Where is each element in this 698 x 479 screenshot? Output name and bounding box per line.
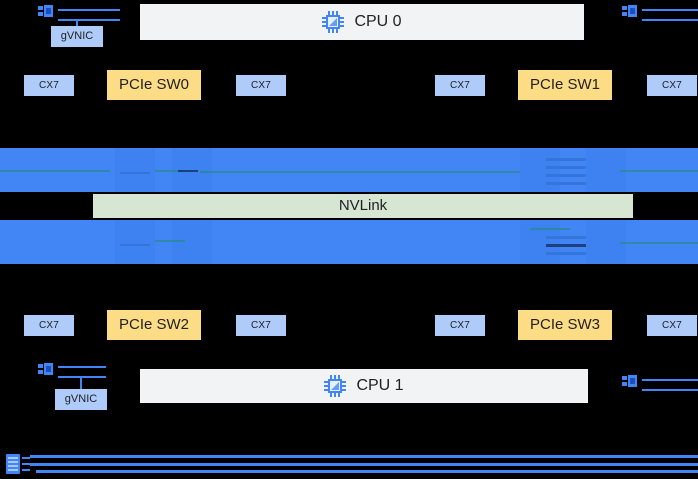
nvlink-rule (178, 170, 198, 172)
gpu-node (115, 220, 155, 264)
cx7-node-3[interactable]: CX7 (647, 75, 697, 96)
nvlink-rule (620, 170, 698, 172)
nvlink-rule (546, 174, 586, 177)
pcie-switch-node-3[interactable]: PCIe SW3 (518, 310, 612, 340)
network-card-icon (622, 3, 642, 26)
nvlink-rule (120, 172, 150, 174)
nvlink-rule (620, 242, 698, 244)
cx7-node-1[interactable]: CX7 (236, 75, 286, 96)
gpu-node (586, 220, 626, 264)
pcie-switch-node-1[interactable]: PCIe SW1 (518, 70, 612, 100)
nvlink-rule (155, 240, 185, 242)
nvlink-rule (546, 158, 586, 161)
cx7-node-6[interactable]: CX7 (435, 315, 485, 336)
gpu-node (115, 148, 155, 192)
gvnic-node-bottom[interactable]: gVNIC (55, 389, 107, 410)
cpu-chip-icon (324, 375, 347, 397)
cpu-label-0: CPU 0 (354, 13, 402, 31)
pcie-switch-node-0[interactable]: PCIe SW0 (107, 70, 201, 100)
link-nic-top-right-a (642, 9, 698, 11)
gpu-band-upper (0, 148, 698, 192)
nvlink-node[interactable]: NVLink (93, 194, 633, 218)
nvlink-rule (155, 170, 183, 172)
nvlink-rule (546, 236, 586, 239)
nvlink-rule (546, 166, 586, 169)
network-card-icon (38, 3, 58, 26)
storage-disk-icon (4, 452, 30, 479)
cpu-chip-icon (322, 11, 345, 33)
gpu-node (520, 148, 560, 192)
storage-rail-a (30, 455, 698, 458)
network-card-icon (622, 373, 642, 396)
cpu-node-0[interactable]: CPU 0 (140, 4, 584, 40)
gpu-node (520, 220, 560, 264)
storage-rail-c (36, 470, 698, 473)
nvlink-rule (120, 244, 150, 246)
link-gvnic-bottom-left-drop (80, 376, 82, 389)
cx7-node-5[interactable]: CX7 (236, 315, 286, 336)
link-nic-bottom-right-a (642, 379, 698, 381)
link-gvnic-top-left-a (58, 9, 120, 11)
cpu-label-1: CPU 1 (356, 377, 404, 395)
cx7-node-7[interactable]: CX7 (647, 315, 697, 336)
nvlink-rule (546, 244, 586, 247)
pcie-switch-node-2[interactable]: PCIe SW2 (107, 310, 201, 340)
storage-rail-b (30, 463, 698, 466)
link-nic-top-right-b (642, 19, 698, 21)
nvlink-rule (200, 171, 520, 173)
cpu-node-1[interactable]: CPU 1 (140, 369, 588, 403)
network-card-icon (38, 361, 58, 384)
gpu-band-lower (0, 220, 698, 264)
nvlink-rule (546, 182, 586, 185)
link-gvnic-bottom-left-b (58, 376, 106, 378)
link-gvnic-top-left-b (58, 19, 120, 21)
nvlink-rule (530, 228, 570, 230)
cx7-node-4[interactable]: CX7 (24, 315, 74, 336)
gpu-node (172, 220, 212, 264)
link-gvnic-bottom-left-a (58, 366, 106, 368)
nvlink-rule (0, 170, 110, 172)
link-nic-bottom-right-b (642, 389, 698, 391)
gvnic-node-top[interactable]: gVNIC (51, 26, 103, 47)
gpu-node (586, 148, 626, 192)
cx7-node-0[interactable]: CX7 (24, 75, 74, 96)
cx7-node-2[interactable]: CX7 (435, 75, 485, 96)
nvlink-rule (546, 252, 586, 255)
